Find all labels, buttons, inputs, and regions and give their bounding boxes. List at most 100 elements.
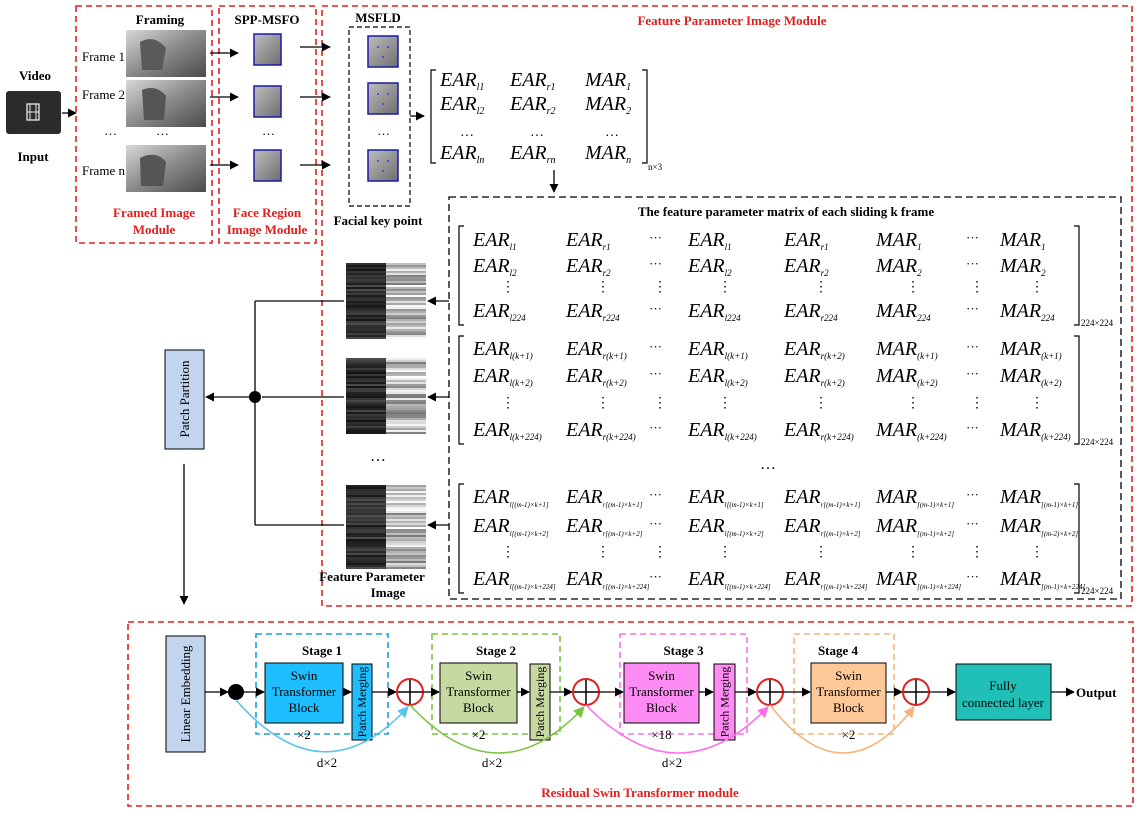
matrix-hdots: ···	[649, 487, 662, 502]
matrix-cell: EARr(k+224)	[565, 419, 636, 442]
matrix-cell: MAR2	[875, 255, 922, 278]
framed-image-module-border	[75, 5, 213, 244]
matrix-cell: EARr(k+2)	[565, 365, 627, 388]
matrix-dim: 224×224	[1081, 318, 1114, 328]
matrix-cell: EARl(k+224)	[472, 419, 542, 442]
matrix-vdots: ⋮	[596, 280, 610, 295]
fully-connected-label-2: connected layer	[962, 695, 1045, 710]
framed-image-module-label-1: Framed Image	[113, 205, 195, 220]
matrix-cell: MAR[(m-1)×k+224]	[875, 568, 961, 591]
stage-title: Stage 2	[476, 643, 516, 658]
framing-ellipsis-left: …	[104, 123, 117, 138]
facial-key-point-label: Facial key point	[334, 213, 424, 228]
matrix-between-ellipsis: …	[760, 456, 776, 473]
matrix-vdots: ⋮	[1030, 396, 1044, 411]
patch-merging-box	[713, 663, 736, 741]
small-matrix-ellipsis: …	[605, 125, 619, 140]
matrix-cell: EARl[(m-1)×k+224]	[472, 568, 556, 591]
matrix-vdots: ⋮	[653, 396, 667, 411]
matrix-cell: EARl(k+1)	[472, 338, 533, 361]
small-matrix-cell: EARrn	[509, 142, 556, 166]
spp-ellipsis: …	[262, 123, 275, 138]
matrix-cell: MAR(k+1)	[875, 338, 938, 361]
matrix-hdots: ···	[966, 256, 979, 271]
matrix-hdots: ···	[966, 487, 979, 502]
swin-block-label: Block	[646, 700, 678, 715]
keypoint-crop-n	[367, 149, 399, 182]
small-matrix-dim: n×3	[648, 162, 663, 172]
matrix-cell: EARl[(m-1)×k+2]	[687, 515, 764, 538]
small-matrix-cell: EARl2	[439, 93, 484, 117]
small-matrix-cell: EARr1	[509, 69, 556, 93]
swin-transformer-block	[439, 662, 518, 724]
stage-dashed-box	[793, 633, 895, 735]
residual-module-border	[127, 621, 1134, 807]
matrix-vdots: ⋮	[596, 545, 610, 560]
matrix-cell: MAR(k+2)	[875, 365, 938, 388]
patch-partition-box	[164, 349, 205, 450]
face-region-module-border	[218, 5, 317, 244]
matrix-vdots: ⋮	[814, 280, 828, 295]
matrix-cell: EARl224	[687, 300, 741, 323]
small-matrix-ellipsis: …	[460, 125, 474, 140]
residual-skip-connection	[585, 704, 769, 754]
swin-block-label: Transformer	[446, 684, 511, 699]
skip-label: d×2	[662, 755, 682, 770]
matrix-cell: MAR(k+224)	[999, 419, 1071, 442]
swin-transformer-block	[810, 662, 887, 724]
residual-skip-connection	[769, 704, 915, 754]
face-crop-n	[253, 149, 282, 182]
matrix-right-bracket	[1074, 483, 1080, 594]
linear-embedding-box	[165, 635, 206, 753]
residual-module-label: Residual Swin Transformer module	[541, 785, 739, 800]
matrix-cell: MAR[(m-1)×k+1]	[999, 486, 1078, 509]
matrix-vdots: ⋮	[1030, 545, 1044, 560]
face-region-module-label-1: Face Region	[233, 205, 302, 220]
add-node	[396, 678, 424, 706]
swin-block-label: Swin	[465, 668, 492, 683]
matrix-cell: EARl224	[472, 300, 526, 323]
matrix-hdots: ···	[649, 420, 662, 435]
stage-repeat: ×2	[842, 727, 856, 742]
feature-image-label-2: Image	[371, 585, 406, 600]
swin-block-label: Block	[288, 700, 320, 715]
frame-1-label: Frame 1	[82, 49, 125, 64]
swin-block-label: Block	[833, 700, 865, 715]
matrix-cell: EARl1	[472, 229, 517, 252]
input-label: Input	[17, 149, 49, 164]
matrix-hdots: ···	[966, 420, 979, 435]
matrix-left-bracket	[458, 225, 464, 326]
matrix-right-bracket	[1074, 335, 1080, 445]
stage-repeat: ×18	[651, 727, 671, 742]
face-region-module-label-2: Image Module	[227, 222, 308, 237]
swin-block-label: Block	[463, 700, 495, 715]
skip-label: d×2	[317, 755, 337, 770]
matrix-hdots: ···	[966, 230, 979, 245]
feature-parameter-images	[346, 263, 426, 569]
matrix-cell: MAR224	[999, 300, 1055, 323]
swin-transformer-block	[623, 662, 700, 724]
matrix-vdots: ⋮	[970, 545, 984, 560]
matrix-cell: MAR224	[875, 300, 931, 323]
small-matrix-cell: EARl1	[439, 69, 484, 93]
matrix-cell: EARr(k+1)	[565, 338, 627, 361]
matrix-cell: EARr[(m-1)×k+224]	[565, 568, 650, 591]
matrix-vdots: ⋮	[596, 396, 610, 411]
residual-skip-connection	[235, 699, 409, 753]
swin-transformer-block	[264, 662, 344, 724]
stage-dashed-box	[255, 633, 389, 735]
matrix-cell: EARr224	[565, 300, 620, 323]
matrix-vdots: ⋮	[814, 545, 828, 560]
swin-block-label: Swin	[648, 668, 675, 683]
frame-n-label: Frame n	[82, 163, 125, 178]
matrix-cell: EARl[(m-1)×k+1]	[472, 486, 549, 509]
msfld-ellipsis: …	[377, 123, 390, 138]
feature-parameter-image	[346, 358, 426, 434]
matrix-cell: EARl[(m-1)×k+1]	[687, 486, 764, 509]
patch-merging-label: Patch Merging	[533, 667, 547, 738]
matrix-cell: MAR(k+224)	[875, 419, 947, 442]
feature-image-label-1: Feature Parameter	[319, 569, 425, 584]
